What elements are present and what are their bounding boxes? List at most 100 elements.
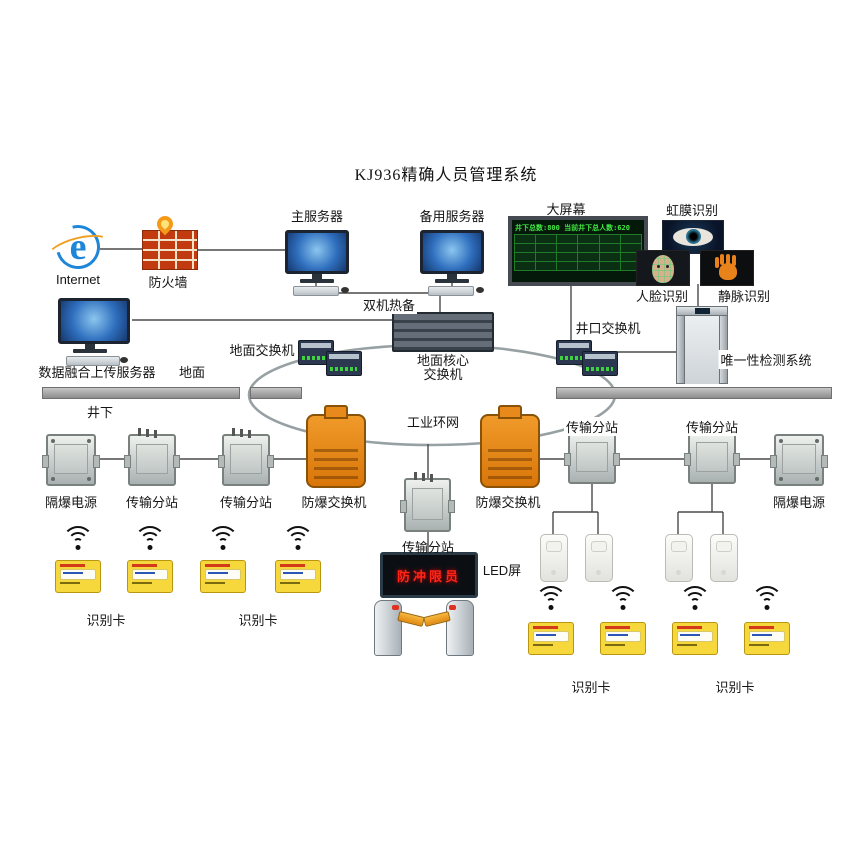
transmission-substation-middle bbox=[400, 472, 455, 532]
label-main-server: 主服务器 bbox=[290, 209, 344, 224]
backup-server bbox=[420, 230, 484, 296]
label-backup-server: 备用服务器 bbox=[419, 209, 485, 224]
wifi-signal-icon bbox=[132, 526, 168, 554]
surface-bar-left bbox=[42, 387, 240, 399]
antenna-icon bbox=[414, 472, 417, 480]
turnstile-post-right bbox=[446, 600, 474, 656]
label-vein: 静脉识别 bbox=[717, 289, 771, 304]
core-switch-rack bbox=[392, 312, 494, 352]
wifi-signal-icon bbox=[749, 586, 785, 614]
surface-bar-right bbox=[556, 387, 832, 399]
antenna-icon bbox=[232, 428, 235, 436]
keyboard-icon bbox=[66, 356, 120, 366]
card-reader bbox=[540, 534, 568, 582]
wifi-signal-icon bbox=[280, 526, 316, 554]
label-sub-left-1: 传输分站 bbox=[125, 495, 179, 510]
wifi-signal-icon bbox=[677, 586, 713, 614]
data-fusion-upload-server bbox=[58, 298, 130, 366]
vein-scan-image bbox=[700, 250, 754, 286]
transmission-substation-2 bbox=[218, 428, 274, 486]
label-core-switch-2: 交换机 bbox=[423, 367, 463, 382]
label-sub-left-2: 传输分站 bbox=[219, 495, 273, 510]
mouse-icon bbox=[476, 287, 484, 293]
yellow-id-card bbox=[672, 622, 718, 655]
yellow-id-card bbox=[744, 622, 790, 655]
yellow-id-card bbox=[55, 560, 101, 593]
wifi-signal-icon bbox=[205, 526, 241, 554]
page-title: KJ936精确人员管理系统 bbox=[354, 167, 538, 184]
label-ring: 工业环网 bbox=[406, 415, 460, 430]
label-id-card-left-2: 识别卡 bbox=[238, 613, 278, 628]
label-internet: Internet bbox=[55, 272, 101, 287]
hand-icon bbox=[719, 263, 737, 280]
card-reader bbox=[585, 534, 613, 582]
big-screen-table bbox=[513, 234, 642, 271]
surface-bar-middle bbox=[250, 387, 302, 399]
label-power-right: 隔爆电源 bbox=[772, 495, 826, 510]
led-screen: 防冲限员 bbox=[380, 552, 478, 598]
label-ground: 地面 bbox=[178, 365, 206, 380]
label-firewall: 防火墙 bbox=[148, 275, 188, 290]
explosion-proof-power-right bbox=[770, 434, 828, 486]
card-reader bbox=[710, 534, 738, 582]
big-screen-display: 井下总数:800 当前井下总人数:620 bbox=[508, 216, 648, 286]
keyboard-icon bbox=[293, 286, 339, 296]
mouse-icon bbox=[120, 357, 128, 363]
yellow-id-card bbox=[127, 560, 173, 593]
label-sub-right-2: 传输分站 bbox=[683, 417, 741, 436]
explosion-proof-power-left bbox=[42, 434, 100, 486]
label-id-card-left-1: 识别卡 bbox=[86, 613, 126, 628]
label-exp-switch-right: 防爆交换机 bbox=[475, 495, 541, 510]
label-power-left: 隔爆电源 bbox=[44, 495, 98, 510]
wifi-signal-icon bbox=[533, 586, 569, 614]
keyboard-icon bbox=[428, 286, 474, 296]
explosion-proof-switch-right bbox=[480, 405, 540, 488]
uniqueness-detection-gate bbox=[676, 306, 728, 384]
label-iris: 虹膜识别 bbox=[665, 203, 719, 218]
wifi-signal-icon bbox=[60, 526, 96, 554]
monitor-screen bbox=[58, 298, 130, 344]
monitor-screen bbox=[285, 230, 349, 274]
label-sub-right-1: 传输分站 bbox=[563, 417, 621, 436]
yellow-id-card bbox=[275, 560, 321, 593]
label-hot-backup: 双机热备 bbox=[360, 295, 418, 314]
main-server bbox=[285, 230, 349, 296]
label-data-server: 数据融合上传服务器 bbox=[38, 365, 156, 380]
label-uniqueness: 唯一性检测系统 bbox=[718, 350, 814, 369]
wellhead-switch-2 bbox=[582, 351, 618, 376]
firewall-icon bbox=[142, 212, 198, 270]
label-face: 人脸识别 bbox=[635, 289, 689, 304]
label-ground-switch: 地面交换机 bbox=[229, 343, 295, 358]
eye-icon bbox=[686, 229, 701, 244]
label-core-switch-1: 地面核心 bbox=[416, 353, 470, 368]
label-id-card-right-2: 识别卡 bbox=[715, 680, 755, 695]
card-reader bbox=[665, 534, 693, 582]
transmission-substation-4 bbox=[684, 426, 740, 484]
face-scan-image bbox=[636, 250, 690, 286]
turnstile-post-left bbox=[374, 600, 402, 656]
transmission-substation-3 bbox=[564, 426, 620, 484]
label-big-screen: 大屏幕 bbox=[546, 202, 586, 217]
yellow-id-card bbox=[600, 622, 646, 655]
label-wellhead-switch: 井口交换机 bbox=[575, 321, 641, 336]
iris-scan-image bbox=[662, 220, 724, 254]
label-id-card-right-1: 识别卡 bbox=[571, 680, 611, 695]
big-screen-header-text: 井下总数:800 当前井下总人数:620 bbox=[515, 224, 630, 232]
label-sub-middle: 传输分站 bbox=[401, 540, 455, 555]
yellow-id-card bbox=[528, 622, 574, 655]
label-led-screen: LED屏 bbox=[482, 563, 522, 578]
label-exp-switch-left: 防爆交换机 bbox=[301, 495, 367, 510]
yellow-id-card bbox=[200, 560, 246, 593]
monitor-screen bbox=[420, 230, 484, 274]
label-underground: 井下 bbox=[86, 405, 114, 420]
transmission-substation-1 bbox=[124, 428, 180, 486]
ground-switch-2 bbox=[326, 351, 362, 376]
antenna-icon bbox=[138, 428, 141, 436]
wifi-signal-icon bbox=[605, 586, 641, 614]
gate-display bbox=[695, 308, 710, 314]
led-text: 防冲限员 bbox=[396, 568, 461, 584]
internet-logo-icon: e bbox=[55, 224, 101, 270]
explosion-proof-switch-left bbox=[306, 405, 366, 488]
mouse-icon bbox=[341, 287, 349, 293]
